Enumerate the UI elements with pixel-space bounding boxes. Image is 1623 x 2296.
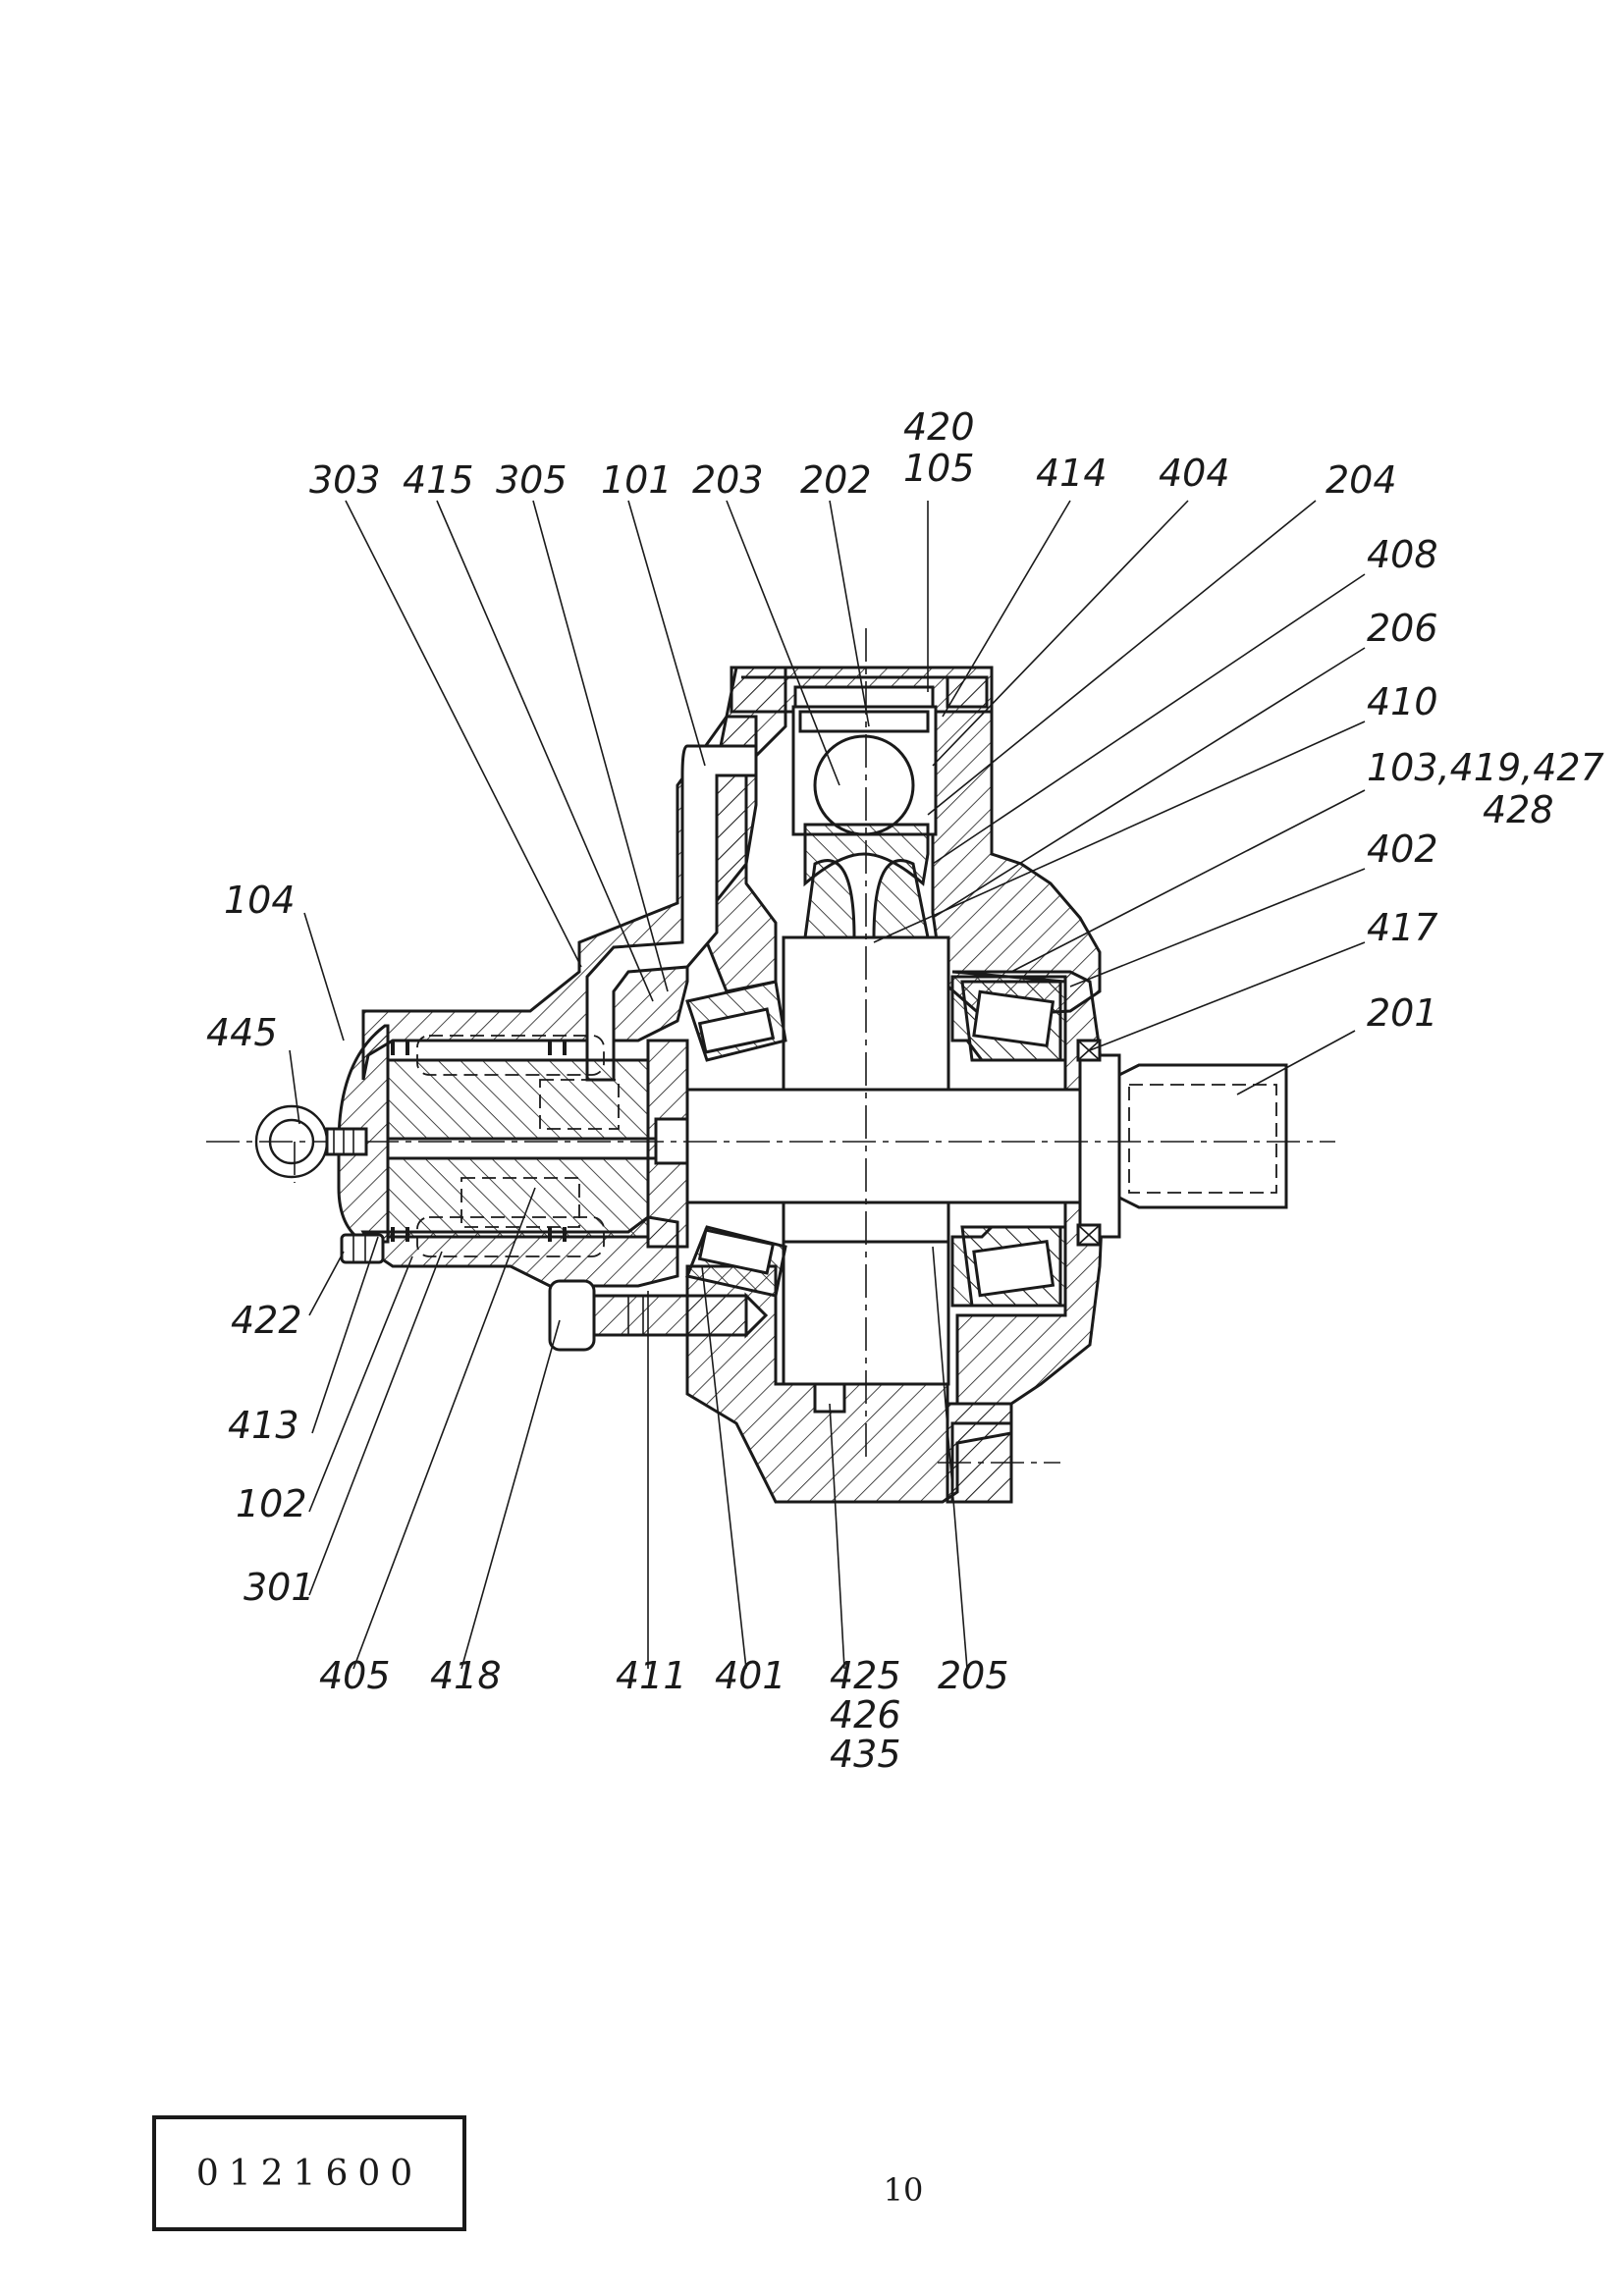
label-404: 404 [1159,452,1230,495]
drawing-code-box: 0121600 [152,2115,466,2231]
label-415: 415 [403,458,474,502]
label-204: 204 [1325,458,1397,502]
label-105: 105 [903,447,975,490]
label-303: 303 [309,458,381,502]
label-402: 402 [1367,828,1438,871]
label-435: 435 [830,1733,901,1776]
piston-rings [391,1041,567,1242]
part-labels: 303 415 305 101 203 202 420 105 414 404 … [206,405,1604,1776]
label-401: 401 [715,1654,786,1697]
label-426: 426 [830,1693,901,1736]
ball-joint [791,705,938,939]
tapered-roller-bearings [684,980,1102,1308]
label-425: 425 [830,1654,901,1697]
page-number: 10 [883,2171,924,2209]
label-206: 206 [1367,607,1438,650]
label-405: 405 [319,1654,391,1697]
oil-passage [585,744,758,1082]
label-408: 408 [1367,533,1438,576]
label-420: 420 [903,405,975,449]
label-103-419-427: 103,419,427 [1367,746,1604,789]
label-101: 101 [601,458,673,502]
label-301: 301 [243,1566,315,1609]
label-428: 428 [1483,788,1554,831]
label-202: 202 [800,458,872,502]
drawing-code: 0121600 [195,2153,423,2194]
label-305: 305 [496,458,568,502]
piston-assembly [386,1035,709,1257]
eye-bolt [254,1104,368,1179]
crankshaft [685,935,1288,1386]
label-201: 201 [1367,991,1438,1035]
label-417: 417 [1367,906,1438,949]
leader-lines [289,500,1366,1670]
label-411: 411 [616,1654,687,1697]
label-414: 414 [1036,452,1108,495]
drain-plug [340,1233,385,1264]
label-445: 445 [206,1011,278,1054]
label-418: 418 [430,1654,502,1697]
label-102: 102 [236,1482,307,1525]
label-410: 410 [1367,680,1438,723]
bottom-bolt [548,1279,769,1352]
bottom-foot [950,1421,1013,1504]
label-203: 203 [692,458,764,502]
label-104: 104 [224,879,296,922]
label-422: 422 [231,1299,302,1342]
label-413: 413 [228,1404,299,1447]
label-205: 205 [938,1654,1009,1697]
